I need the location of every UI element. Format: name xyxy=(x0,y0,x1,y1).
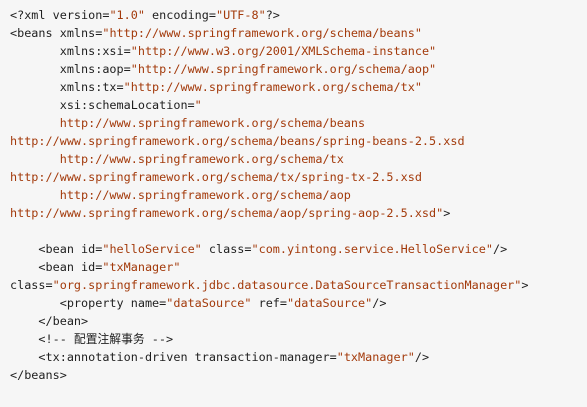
code-token-str: "helloService" xyxy=(102,242,202,256)
code-token-url: http://www.springframework.org/schema/ao… xyxy=(10,206,444,220)
code-token-attr: ref= xyxy=(251,296,288,310)
code-token-str: "dataSource" xyxy=(166,296,252,310)
code-token-attr: xmlns:xsi= xyxy=(10,44,131,58)
code-line: <tx:annotation-driven transaction-manage… xyxy=(10,348,587,366)
code-line: xmlns:tx="http://www.springframework.org… xyxy=(10,78,587,96)
code-token-str: " xyxy=(194,98,202,112)
code-line: http://www.springframework.org/schema/be… xyxy=(10,132,587,150)
code-token-tag: <tx:annotation-driven transaction-manage… xyxy=(10,350,337,364)
code-lines: <?xml version="1.0" encoding="UTF-8"?><b… xyxy=(10,6,587,384)
code-line: http://www.springframework.org/schema/tx… xyxy=(10,168,587,186)
code-token-attr: class= xyxy=(10,278,53,292)
code-line: http://www.springframework.org/schema/be… xyxy=(10,114,587,132)
code-token-str: "http://www.springframework.org/schema/t… xyxy=(123,80,422,94)
code-line: </bean> xyxy=(10,312,587,330)
code-line: <beans xmlns="http://www.springframework… xyxy=(10,24,587,42)
code-token-attr: class= xyxy=(201,242,252,256)
code-token-text: encoding= xyxy=(144,8,216,22)
code-token-str: "http://www.springframework.org/schema/b… xyxy=(102,26,422,40)
code-line: class="org.springframework.jdbc.datasour… xyxy=(10,276,587,294)
code-token-tag: </beans> xyxy=(10,368,67,382)
code-token-attr: xmlns:aop= xyxy=(10,62,131,76)
code-token-tag: > xyxy=(521,278,529,292)
code-token-tag: <beans xmlns= xyxy=(10,26,103,40)
code-line: </beans> xyxy=(10,366,587,384)
code-line: http://www.springframework.org/schema/ao… xyxy=(10,204,587,222)
code-token-str: "UTF-8" xyxy=(215,8,266,22)
code-token-str: "txManager" xyxy=(102,260,181,274)
code-line: xmlns:xsi="http://www.w3.org/2001/XMLSch… xyxy=(10,42,587,60)
code-token-attr: xmlns:tx= xyxy=(10,80,124,94)
code-token-text: ?> xyxy=(265,8,280,22)
code-token-str: "http://www.w3.org/2001/XMLSchema-instan… xyxy=(130,44,437,58)
code-token-tag: /> xyxy=(414,350,430,364)
code-token-tag: <bean id= xyxy=(10,260,103,274)
code-token-tag: </bean> xyxy=(10,314,89,328)
code-line: <?xml version="1.0" encoding="UTF-8"?> xyxy=(10,6,587,24)
code-token-tag: /> xyxy=(372,296,387,310)
code-token-url: http://www.springframework.org/schema/tx… xyxy=(10,170,422,184)
code-token-str: "txManager" xyxy=(336,350,415,364)
code-token-url: http://www.springframework.org/schema/tx xyxy=(10,152,344,166)
code-token-str: "dataSource" xyxy=(287,296,373,310)
code-token-str: "com.yintong.service.HelloService" xyxy=(251,242,493,256)
code-token-tag: > xyxy=(443,206,451,220)
code-line: http://www.springframework.org/schema/tx xyxy=(10,150,587,168)
code-line: <property name="dataSource" ref="dataSou… xyxy=(10,294,587,312)
code-token-str: "1.0" xyxy=(109,8,145,22)
code-token-tag: <bean id= xyxy=(10,242,103,256)
code-token-url: http://www.springframework.org/schema/be… xyxy=(10,116,366,130)
code-token-url: http://www.springframework.org/schema/ao… xyxy=(10,188,351,202)
code-token-text: <?xml version= xyxy=(10,8,110,22)
code-line: <bean id="txManager" xyxy=(10,258,587,276)
code-line: xsi:schemaLocation=" xyxy=(10,96,587,114)
code-token-str: "http://www.springframework.org/schema/a… xyxy=(130,62,437,76)
code-line: <bean id="helloService" class="com.yinto… xyxy=(10,240,587,258)
code-line: <!-- 配置注解事务 --> xyxy=(10,330,587,348)
code-token-url: http://www.springframework.org/schema/be… xyxy=(10,134,465,148)
code-token-attr: xsi:schemaLocation= xyxy=(10,98,195,112)
code-line: xmlns:aop="http://www.springframework.or… xyxy=(10,60,587,78)
code-line: http://www.springframework.org/schema/ao… xyxy=(10,186,587,204)
code-token-str: "org.springframework.jdbc.datasource.Dat… xyxy=(52,278,522,292)
code-token-tag: /> xyxy=(492,242,508,256)
code-line xyxy=(10,222,587,240)
code-token-comment: <!-- 配置注解事务 --> xyxy=(10,332,174,346)
code-token-tag: <property name= xyxy=(10,296,167,310)
